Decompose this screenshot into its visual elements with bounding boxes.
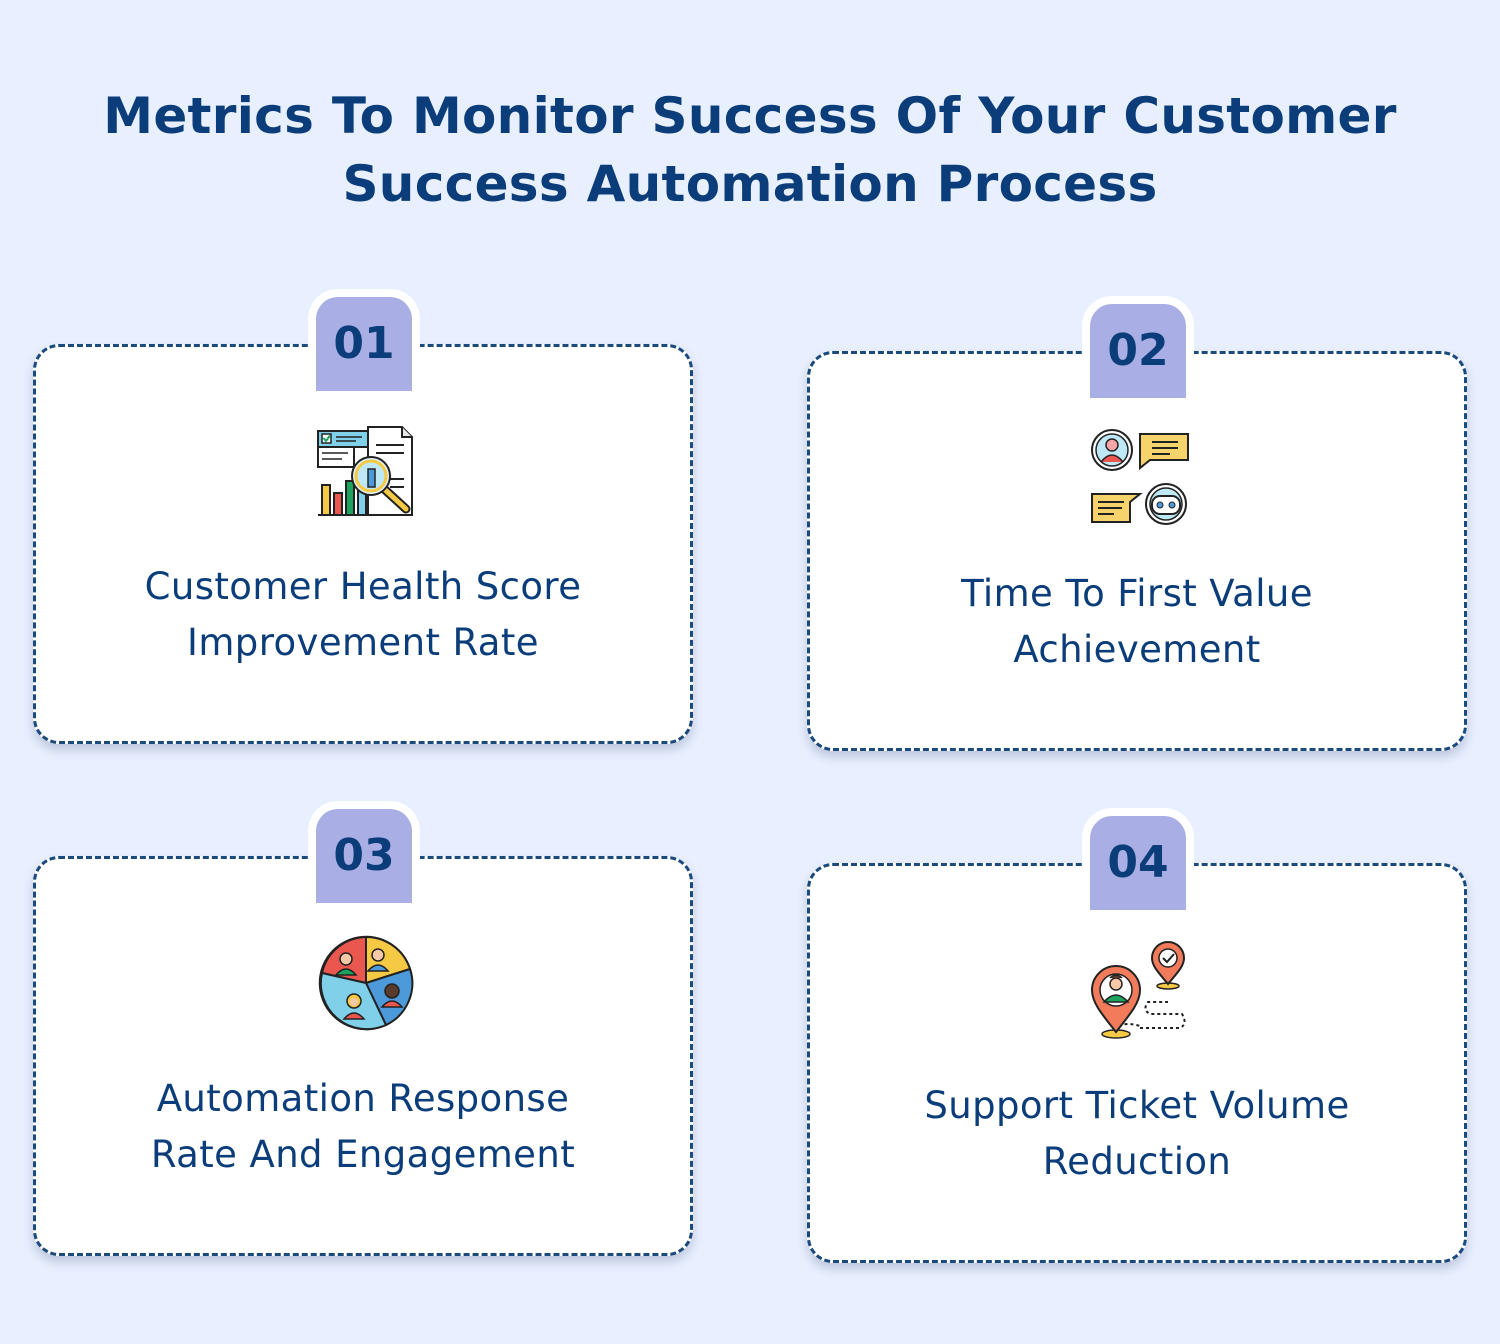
card-number-badge: 01 bbox=[316, 297, 412, 391]
metric-label-line-1: Automation Response bbox=[156, 1077, 570, 1120]
metric-card-1: 01 Custom bbox=[33, 297, 693, 744]
card-number-badge: 03 bbox=[316, 809, 412, 903]
card-number-badge: 04 bbox=[1090, 816, 1186, 910]
metric-label: Support Ticket Volume Reduction bbox=[810, 1078, 1464, 1190]
metric-label-line-2: Rate And Engagement bbox=[150, 1133, 576, 1176]
metric-card-2: 02 Time To First Value Achievement bbox=[807, 304, 1467, 751]
report-analytics-icon bbox=[316, 421, 416, 521]
metric-label-line-1: Customer Health Score bbox=[144, 565, 582, 608]
metric-label-line-2: Reduction bbox=[1042, 1140, 1232, 1183]
metric-label: Automation Response Rate And Engagement bbox=[36, 1071, 690, 1183]
metric-label: Time To First Value Achievement bbox=[810, 566, 1464, 678]
metric-label-line-2: Achievement bbox=[1013, 628, 1261, 671]
metric-card-4: 04 Support Ticket Volume Reduction bbox=[807, 816, 1467, 1263]
metric-label-line-1: Support Ticket Volume bbox=[924, 1084, 1350, 1127]
page-title: Metrics To Monitor Success Of Your Custo… bbox=[0, 82, 1500, 218]
chatbot-conversation-icon bbox=[1090, 428, 1190, 528]
customer-journey-icon bbox=[1090, 940, 1190, 1040]
metric-card-3: 03 Automation Response Rate And Engageme… bbox=[33, 809, 693, 1256]
metric-label: Customer Health Score Improvement Rate bbox=[36, 559, 690, 671]
page-title-line-1: Metrics To Monitor Success Of Your Custo… bbox=[103, 87, 1397, 145]
metric-label-line-1: Time To First Value bbox=[961, 572, 1313, 615]
card-number-badge: 02 bbox=[1090, 304, 1186, 398]
metric-label-line-2: Improvement Rate bbox=[187, 621, 539, 664]
team-engagement-icon bbox=[316, 933, 416, 1033]
page-title-line-2: Success Automation Process bbox=[342, 155, 1158, 213]
